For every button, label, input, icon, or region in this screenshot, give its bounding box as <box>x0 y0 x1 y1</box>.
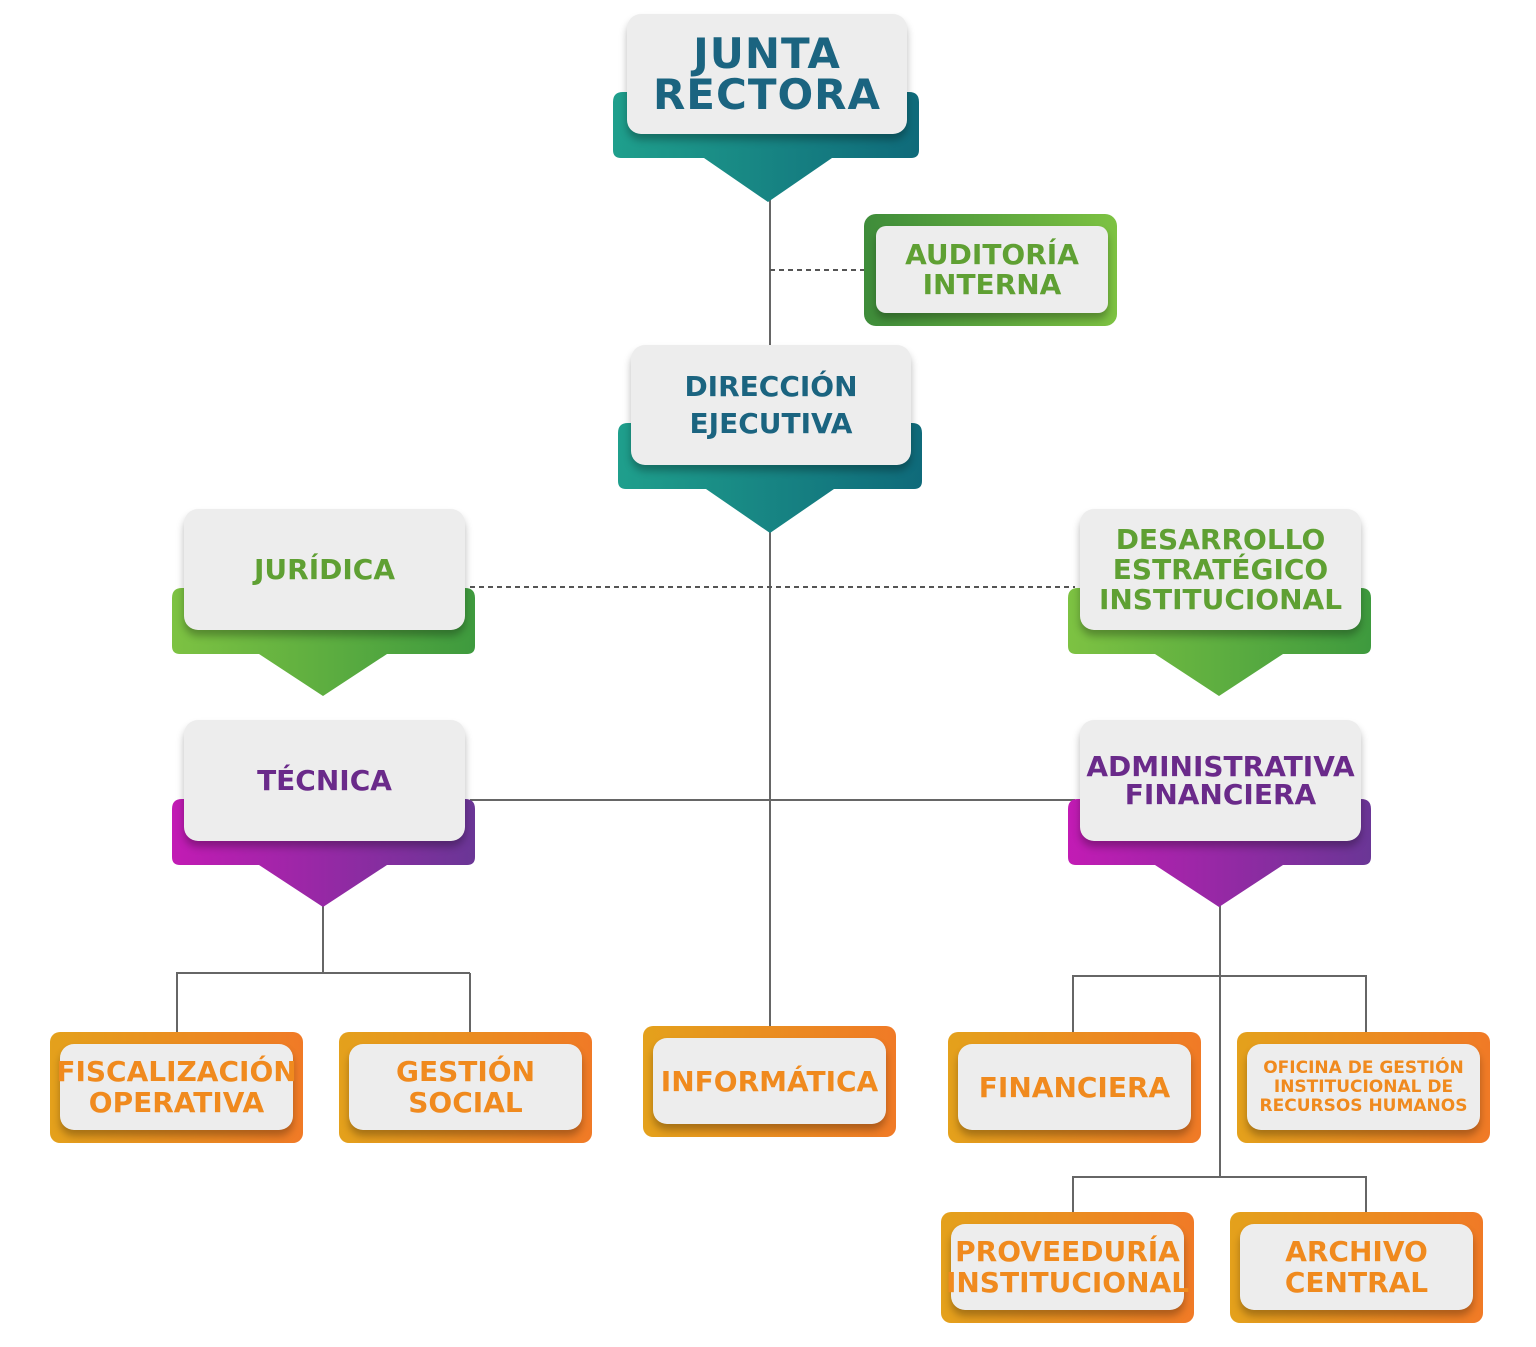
direccion-label: DIRECCIÓN EJECUTIVA <box>684 370 858 440</box>
node-gestion-social[interactable]: GESTIÓN SOCIAL <box>349 1044 582 1130</box>
junta-label: JUNTA RECTORA <box>652 29 882 119</box>
informatica-label: INFORMÁTICA <box>660 1064 879 1098</box>
node-administrativa-financiera[interactable]: ADMINISTRATIVA FINANCIERA <box>1080 720 1361 841</box>
node-informatica[interactable]: INFORMÁTICA <box>653 1038 886 1124</box>
node-junta-rectora[interactable]: JUNTA RECTORA <box>627 14 907 134</box>
fiscalizacion-label: FISCALIZACIÓN OPERATIVA <box>56 1055 297 1119</box>
financiera-label: FINANCIERA <box>978 1070 1171 1104</box>
auditoria-label: AUDITORÍA INTERNA <box>905 237 1079 301</box>
line-admin-top <box>1072 975 1367 1035</box>
oficina-rrhh-label: OFICINA DE GESTIÓN INSTITUCIONAL DE RECU… <box>1259 1057 1468 1116</box>
administrativa-label: ADMINISTRATIVA FINANCIERA <box>1086 749 1355 811</box>
gestion-social-label: GESTIÓN SOCIAL <box>395 1055 536 1119</box>
node-auditoria-interna[interactable]: AUDITORÍA INTERNA <box>876 226 1108 313</box>
juridica-label: JURÍDICA <box>253 552 395 586</box>
node-archivo-central[interactable]: ARCHIVO CENTRAL <box>1240 1224 1473 1310</box>
line-tecnica-children <box>176 900 324 1035</box>
node-direccion-ejecutiva[interactable]: DIRECCIÓN EJECUTIVA <box>631 345 911 465</box>
tecnica-label: TÉCNICA <box>257 763 392 797</box>
node-financiera[interactable]: FINANCIERA <box>958 1044 1191 1130</box>
line-admin-bottom <box>1072 1176 1367 1215</box>
node-oficina-recursos-humanos[interactable]: OFICINA DE GESTIÓN INSTITUCIONAL DE RECU… <box>1247 1044 1480 1130</box>
node-desarrollo-estrategico[interactable]: DESARROLLO ESTRATÉGICO INSTITUCIONAL <box>1080 509 1361 630</box>
node-proveeduria-institucional[interactable]: PROVEEDURÍA INSTITUCIONAL <box>946 1224 1189 1310</box>
node-tecnica[interactable]: TÉCNICA <box>184 720 465 841</box>
node-juridica[interactable]: JURÍDICA <box>184 509 465 630</box>
archivo-label: ARCHIVO CENTRAL <box>1284 1235 1429 1299</box>
node-fiscalizacion-operativa[interactable]: FISCALIZACIÓN OPERATIVA <box>56 1044 297 1130</box>
proveeduria-label: PROVEEDURÍA INSTITUCIONAL <box>945 1235 1190 1299</box>
desarrollo-label: DESARROLLO ESTRATÉGICO INSTITUCIONAL <box>1098 522 1343 616</box>
